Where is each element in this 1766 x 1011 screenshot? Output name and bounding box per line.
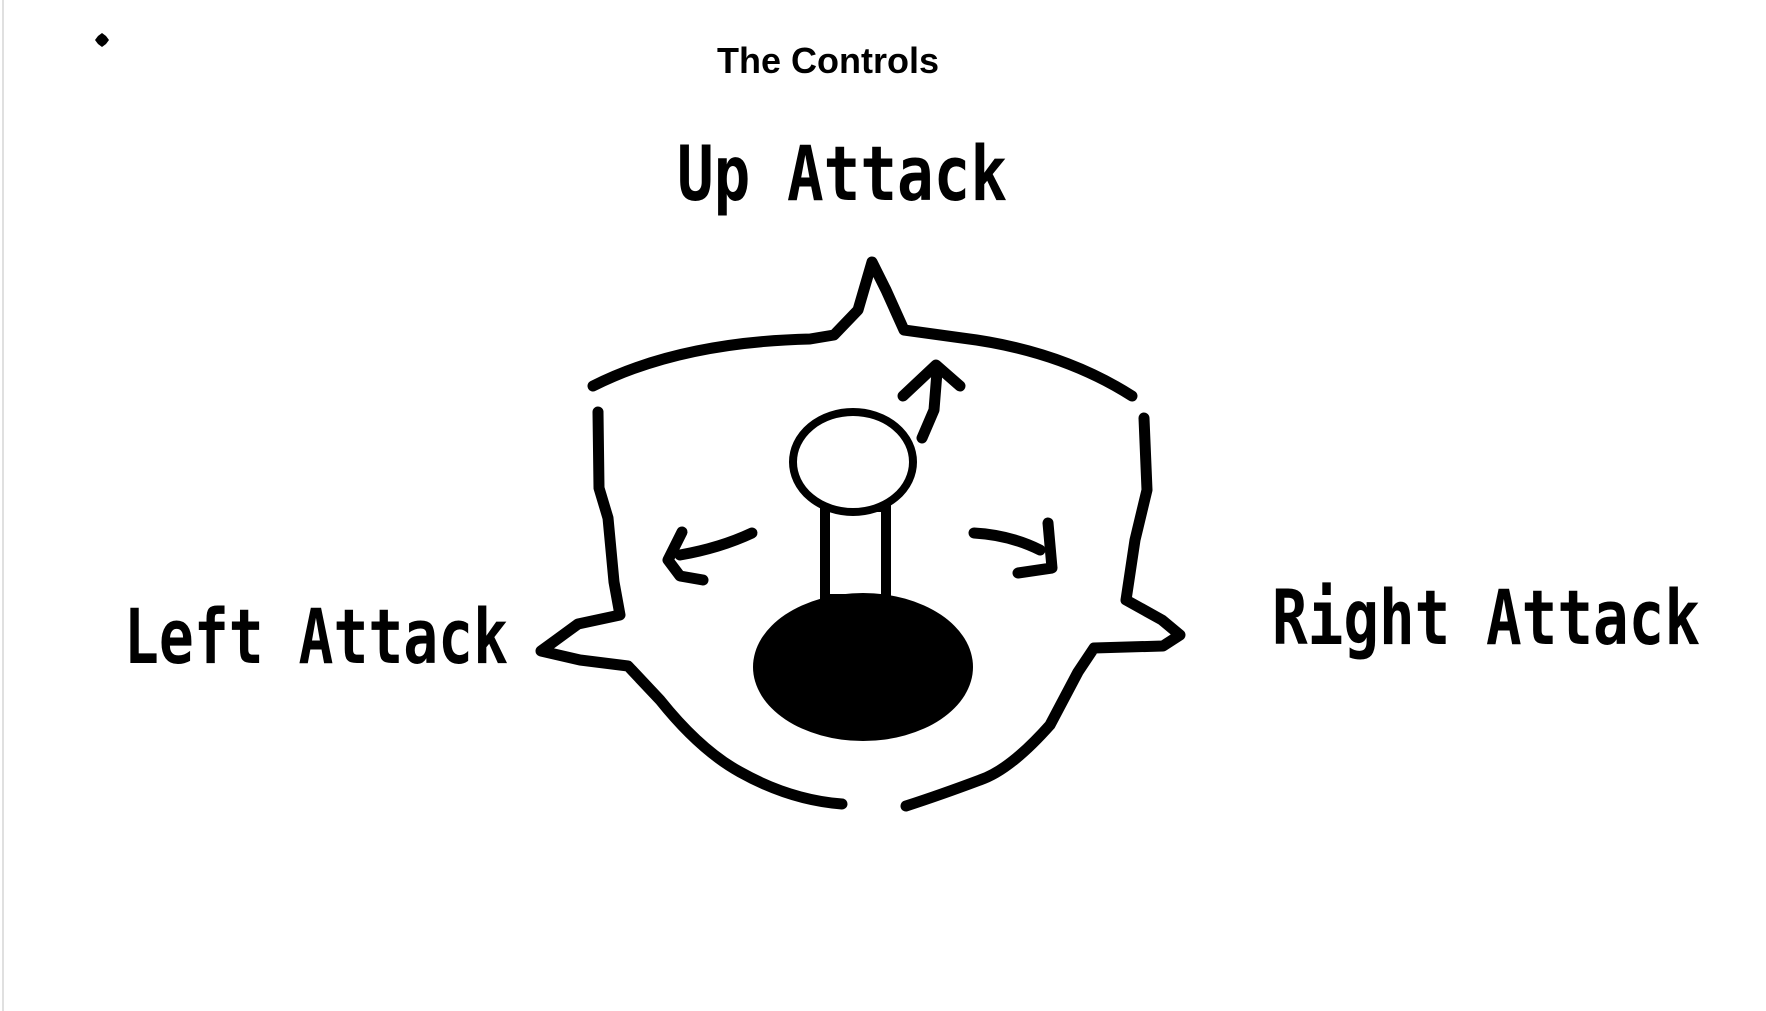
- page-edge: [2, 0, 4, 1011]
- arrow-right-icon: [968, 517, 1058, 579]
- arrow-left-icon: [662, 526, 758, 586]
- joystick-base: [753, 593, 973, 741]
- left-attack-label: Left Attack: [124, 592, 508, 681]
- arrow-up-icon: [897, 359, 966, 444]
- right-attack-label: Right Attack: [1272, 573, 1700, 662]
- joystick-shaft: [820, 502, 891, 604]
- joystick-knob: [789, 408, 917, 516]
- bullet-icon: [95, 33, 109, 47]
- attack-zone-outline: [535, 256, 1186, 812]
- page-title: The Controls: [717, 40, 939, 81]
- joystick-icon: [753, 408, 973, 741]
- up-attack-label: Up Attack: [677, 129, 1007, 218]
